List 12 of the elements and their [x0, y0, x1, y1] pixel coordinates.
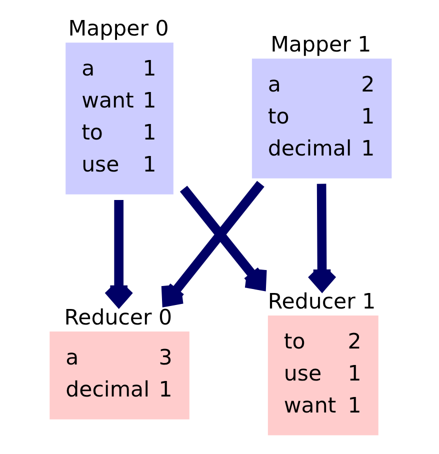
node-box: a 2 to 1 decimal 1 — [251, 58, 392, 178]
arrow — [306, 184, 337, 291]
node-box: to 2 use 1 want 1 — [267, 316, 378, 436]
arrow — [160, 180, 264, 307]
arrow — [103, 200, 134, 307]
node-label: Mapper 1 — [270, 32, 371, 58]
node-label: Mapper 0 — [68, 16, 168, 42]
node-box: a 1 want 1 to 1 use 1 — [65, 42, 173, 194]
node-label: Reducer 1 — [267, 290, 376, 315]
node-box: a 3 decimal 1 — [49, 331, 189, 420]
arrow — [179, 186, 266, 290]
node-label: Reducer 0 — [64, 306, 172, 331]
